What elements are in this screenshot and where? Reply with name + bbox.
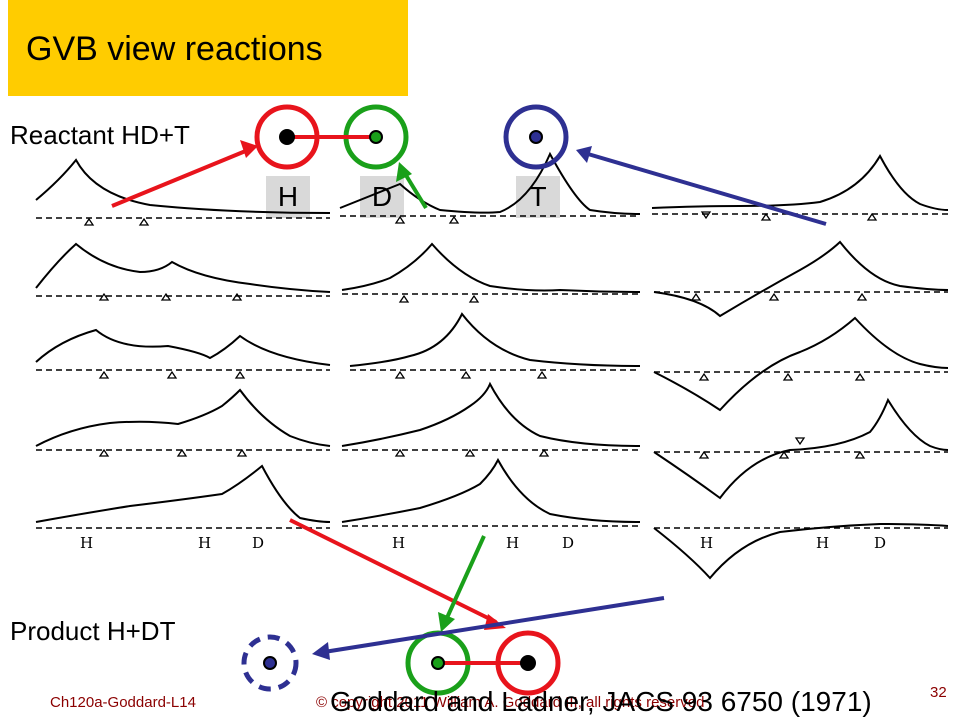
product-orbitals (241, 630, 561, 696)
blue-arrow-top (587, 152, 827, 226)
green-arrow-top (402, 170, 428, 210)
left-panel-h1: H (80, 534, 93, 552)
left-panel-h2: H (198, 534, 211, 552)
blue-arrowhead-bottom (312, 642, 330, 660)
blue-arrowhead-top (576, 146, 592, 163)
citation: Goddard and Ladner, JACS 93 6750 (1971) (330, 686, 872, 717)
product-label: Product H+DT (10, 616, 176, 646)
tag-h: H (266, 176, 310, 218)
right-column-plots (651, 153, 949, 580)
footer-copyright: © copyright 2011 William A. Goddard III,… (316, 694, 705, 711)
left-plot-3 (35, 328, 331, 371)
left-plot-4 (35, 388, 331, 451)
right-panel-h1: H (700, 534, 713, 552)
reactant-d-nucleus (369, 130, 383, 144)
footer-course: Ch120a-Goddard-L14 (50, 694, 196, 711)
red-arrowhead-top (240, 140, 258, 158)
green-arrowhead-top (396, 162, 412, 182)
middle-plot-5 (341, 457, 641, 527)
left-panel-d: D (252, 534, 264, 552)
middle-plot-2 (341, 242, 641, 295)
middle-plot-1 (339, 151, 641, 217)
reactant-label: Reactant HD+T (10, 120, 190, 150)
red-arrow-bottom (289, 518, 497, 624)
product-t-nucleus (520, 655, 536, 671)
red-arrow-top (111, 148, 249, 208)
atom-marks (83, 211, 878, 459)
right-panel-d: D (874, 534, 886, 552)
green-arrowhead-bottom (438, 612, 455, 632)
reactant-h-nucleus (279, 129, 295, 145)
left-plot-2 (35, 242, 331, 297)
page-number: 32 (930, 684, 947, 701)
green-arrow-bottom (444, 535, 486, 621)
panel-atom-labels: H H D H H D H H D (80, 534, 886, 552)
product-h-nucleus (263, 656, 277, 670)
right-plot-2 (653, 240, 949, 318)
blue-arrow-bottom (323, 596, 665, 654)
left-plot-5 (35, 464, 331, 529)
reactant-t-orbital (503, 104, 569, 170)
product-d-nucleus (431, 656, 445, 670)
right-plot-1 (651, 153, 949, 215)
right-plot-4 (653, 397, 949, 500)
middle-plot-3 (349, 312, 641, 371)
middle-panel-h2: H (506, 534, 519, 552)
right-plot-3 (653, 316, 949, 412)
arrows (111, 140, 827, 660)
title-box: GVB view reactions (8, 0, 408, 96)
middle-column-plots (339, 151, 641, 527)
reactant-orbitals (254, 104, 569, 170)
left-column-plots (35, 158, 331, 529)
product-h-orbital-dashed (241, 634, 299, 692)
middle-panel-d: D (562, 534, 574, 552)
middle-panel-h1: H (392, 534, 405, 552)
reactant-t-nucleus (529, 130, 543, 144)
right-plot-5 (653, 522, 949, 580)
middle-plot-4 (341, 381, 641, 451)
right-panel-h2: H (816, 534, 829, 552)
page-title: GVB view reactions (26, 30, 323, 68)
